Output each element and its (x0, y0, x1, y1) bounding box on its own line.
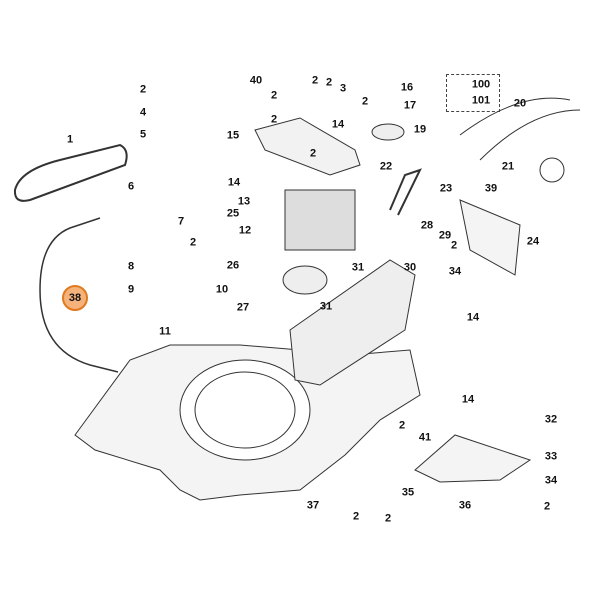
motor (284, 189, 356, 251)
cable-38 (39, 217, 119, 373)
part-label[interactable]: 10 (215, 283, 229, 296)
part-label[interactable]: 2 (270, 89, 278, 102)
part-label[interactable]: 33 (544, 450, 558, 463)
part-label[interactable]: 28 (420, 219, 434, 232)
part-label[interactable]: 29 (438, 229, 452, 242)
part-label[interactable]: 32 (544, 413, 558, 426)
drive-belt (13, 143, 128, 202)
part-label[interactable]: 11 (159, 325, 171, 338)
part-label[interactable]: 16 (400, 81, 414, 94)
part-label[interactable]: 24 (526, 235, 540, 248)
legend-100: 100 (471, 78, 491, 91)
part-label[interactable]: 34 (448, 265, 462, 278)
part-label[interactable]: 26 (226, 259, 240, 272)
legend-box (446, 74, 500, 112)
part-label[interactable]: 23 (439, 182, 453, 195)
part-label[interactable]: 6 (127, 180, 135, 193)
part-label[interactable]: 2 (384, 512, 392, 525)
part-label[interactable]: 9 (127, 283, 135, 296)
part-label[interactable]: 7 (177, 215, 185, 228)
part-label[interactable]: 22 (379, 160, 393, 173)
part-label[interactable]: 14 (461, 393, 475, 406)
part-label[interactable]: 30 (403, 261, 417, 274)
part-label[interactable]: 2 (139, 83, 147, 96)
part-label[interactable]: 4 (139, 106, 147, 119)
chain (389, 168, 422, 216)
part-label[interactable]: 2 (361, 95, 369, 108)
part-label[interactable]: 12 (238, 224, 252, 237)
part-label[interactable]: 25 (226, 207, 240, 220)
part-label[interactable]: 31 (319, 300, 333, 313)
part-label[interactable]: 2 (311, 74, 319, 87)
part-label[interactable]: 8 (127, 260, 135, 273)
part-label[interactable]: 20 (513, 97, 527, 110)
part-label[interactable]: 5 (139, 128, 147, 141)
part-label[interactable]: 14 (227, 176, 241, 189)
part-label[interactable]: 2 (189, 236, 197, 249)
part-label[interactable]: 2 (270, 113, 278, 126)
part-label[interactable]: 35 (401, 486, 415, 499)
pulley (282, 265, 328, 295)
deck-opening (179, 359, 311, 461)
part-label[interactable]: 41 (418, 431, 432, 444)
part-label[interactable]: 1 (66, 133, 74, 146)
part-label[interactable]: 15 (226, 129, 240, 142)
part-label[interactable]: 27 (236, 301, 250, 314)
part-label[interactable]: 14 (466, 311, 480, 324)
part-label[interactable]: 14 (331, 118, 345, 131)
part-label[interactable]: 2 (543, 500, 551, 513)
part-label-38-highlighted[interactable]: 38 (62, 285, 88, 311)
part-label[interactable]: 21 (501, 160, 515, 173)
part-label[interactable]: 2 (325, 76, 333, 89)
part-label[interactable]: 37 (306, 499, 320, 512)
part-label[interactable]: 31 (351, 261, 365, 274)
part-label[interactable]: 17 (403, 99, 417, 112)
part-label[interactable]: 40 (249, 74, 263, 87)
part-label[interactable]: 13 (237, 195, 251, 208)
plate (459, 199, 521, 276)
part-label[interactable]: 19 (413, 123, 427, 136)
part-label[interactable]: 34 (544, 474, 558, 487)
part-label[interactable]: 39 (484, 182, 498, 195)
part-label[interactable]: 36 (458, 499, 472, 512)
bracket (254, 117, 361, 176)
part-label[interactable]: 2 (398, 419, 406, 432)
part-label[interactable]: 2 (352, 510, 360, 523)
part-label[interactable]: 2 (450, 239, 458, 252)
part-label[interactable]: 3 (339, 82, 347, 95)
cover (414, 434, 532, 483)
housing (289, 259, 416, 386)
part-label[interactable]: 2 (309, 147, 317, 160)
legend-101: 101 (471, 94, 491, 107)
